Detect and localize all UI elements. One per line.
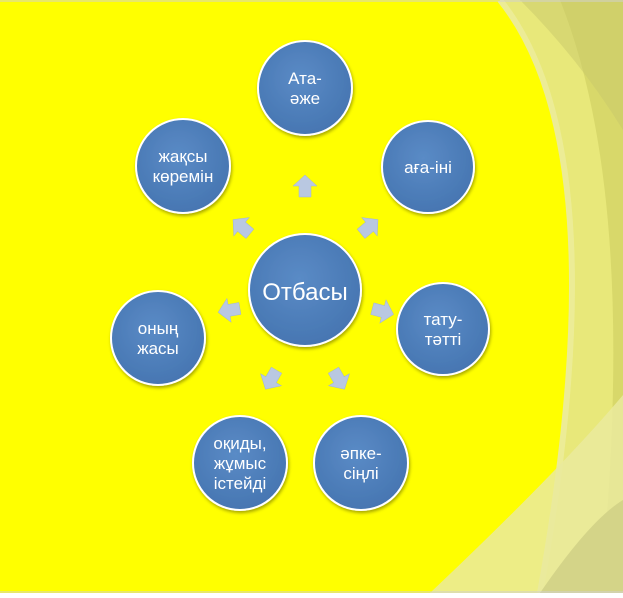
node-label-line: сіңлі [343, 464, 378, 483]
node-label-line: істейді [214, 474, 267, 493]
arrow-shape [327, 366, 350, 390]
arrow-shape [292, 174, 318, 198]
node-label-line: жұмыс [214, 454, 267, 473]
node-circle [135, 118, 231, 214]
node-label-line: оның [138, 319, 179, 338]
arrow-shape [217, 297, 242, 323]
decor-band-corner [540, 500, 623, 593]
node-label-line: аға-іні [404, 158, 452, 177]
decor-band-top [520, 0, 623, 130]
node-circle [192, 415, 288, 511]
center-node: Отбасы [248, 233, 362, 347]
arrow-okidy-zhumys [260, 366, 283, 390]
node-label-line: жасы [137, 339, 179, 358]
nodes-group: Ата-әже аға-іні тату-тәтті әпке-сіңлі оқиды,… [110, 40, 490, 511]
node-label-line: жақсы [159, 147, 208, 166]
arrow-shape [232, 217, 255, 239]
node-label-line: тату- [424, 310, 463, 329]
node-label-line: әпке- [340, 444, 381, 463]
node-label-line: тәтті [425, 330, 462, 349]
node-label-line: оқиды, [213, 434, 266, 453]
node-tatu-tatti: тату-тәтті [396, 282, 490, 376]
arrow-ata-azhe [292, 174, 318, 198]
node-label-line: әже [290, 89, 320, 108]
node-circle [396, 282, 490, 376]
center-label: Отбасы [262, 279, 347, 306]
arrow-aga-ini [356, 217, 379, 239]
arrow-tatu-tatti [370, 299, 394, 324]
arrow-apke-sindi [327, 366, 350, 390]
decor-band-lower [430, 395, 623, 593]
node-label-line: көремін [153, 167, 214, 186]
arrow-onyn-zhasy [217, 297, 242, 323]
node-aga-ini: аға-іні [381, 120, 475, 214]
node-circle [313, 415, 409, 511]
center-circle [248, 233, 362, 347]
node-circle [110, 290, 206, 386]
arrow-shape [260, 366, 283, 390]
arrows-group [217, 174, 394, 390]
arrow-zhaksy-koremin [232, 217, 255, 239]
arrow-shape [356, 217, 379, 239]
node-circle [257, 40, 353, 136]
node-label-line: Ата- [288, 69, 322, 88]
arrow-shape [370, 299, 394, 324]
node-circle [381, 120, 475, 214]
decor-band-edge [560, 0, 623, 593]
node-ata-azhe: Ата-әже [257, 40, 353, 136]
node-apke-sindi: әпке-сіңлі [313, 415, 409, 511]
